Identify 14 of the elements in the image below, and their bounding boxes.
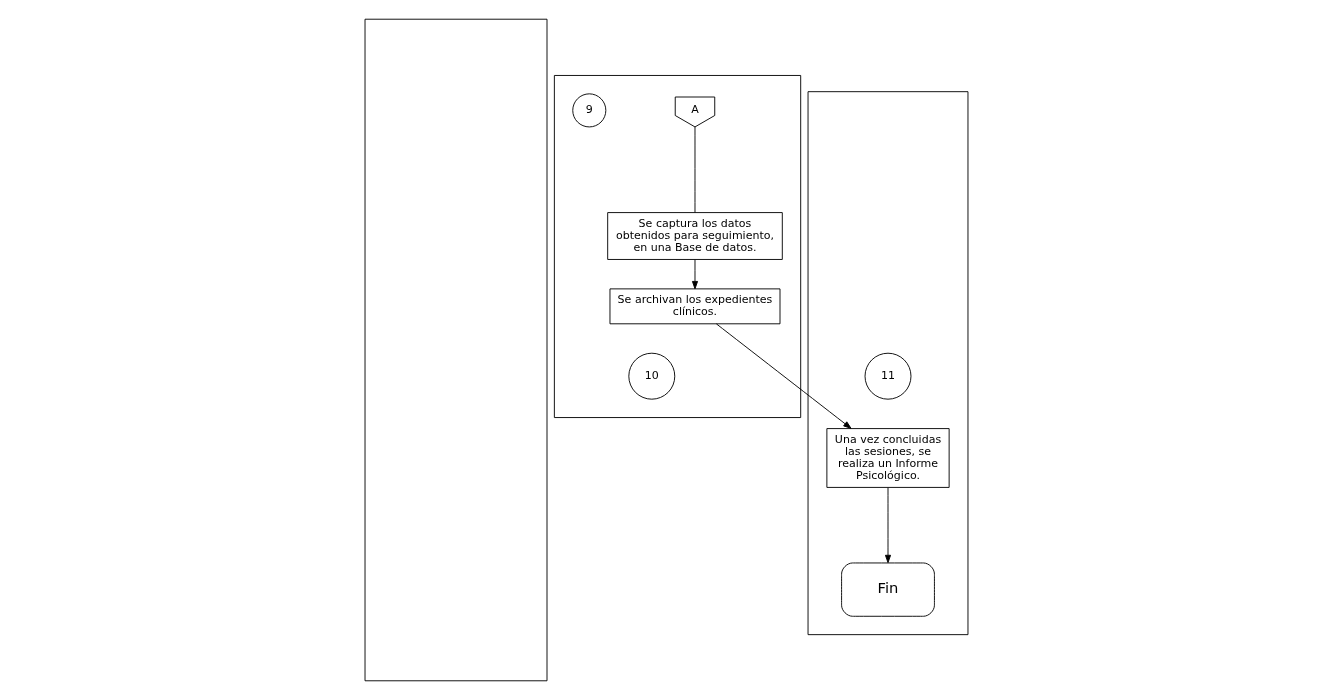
cluster (553, 75, 802, 418)
arrow (715, 323, 852, 429)
node-box (364, 18, 548, 682)
node-box: Se captura los datos obtenidos para seguimiento, en una Base de datos. (607, 212, 783, 260)
connector (694, 126, 696, 213)
node-box: Se archivan los expedientes clínicos. (609, 288, 781, 325)
arrow (691, 259, 699, 290)
node-box: Una vez concluidas las sesiones, se realiza un Informe Psicológico. (826, 428, 950, 488)
cluster (807, 91, 969, 636)
arrow (884, 487, 892, 564)
node-circle: 9 (572, 93, 607, 128)
node-circle: 11 (864, 352, 912, 400)
node-circle: 10 (628, 352, 676, 400)
node-box: Fin (841, 562, 935, 617)
